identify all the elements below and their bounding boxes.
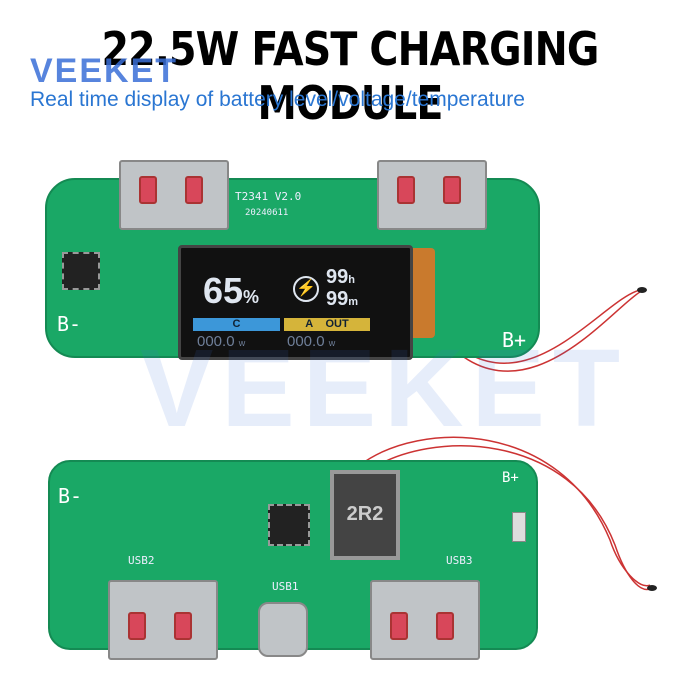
minutes-unit: m [348,296,359,308]
power-a: 000.0 w [287,333,335,350]
brand-watermark: VEEKET [140,327,629,450]
out-label: OUT [325,318,349,330]
inductor: 2R2 [330,470,400,560]
board-date: 20240611 [245,208,289,218]
usb2-label: USB2 [128,554,155,567]
brand-logo: VEEKET [30,52,179,90]
b-minus-label: B- [58,484,83,508]
usb1-label: USB1 [272,580,299,593]
usb-a-port [377,160,487,230]
usb-a-port [108,580,218,660]
minutes: 99 [326,288,349,310]
battery-percent: 65% [203,270,259,312]
power-a-value: 000.0 [287,333,325,350]
port-a-label: A [305,318,314,330]
percent-sign: % [243,287,260,307]
power-unit: w [328,338,336,348]
bottom-pcb-board: B- B+ USB2 USB1 USB3 [48,460,538,660]
controller-chip [268,504,310,546]
controller-chip [62,252,100,290]
power-unit: w [238,338,246,348]
usb-c-port [258,602,308,657]
hours-unit: h [348,274,355,286]
port-c-bar: C [193,318,280,331]
page-title: 22.5W FAST CHARGING MODULE [101,22,599,130]
power-c-value: 000.0 [197,333,235,350]
usb3-label: USB3 [446,554,473,567]
b-plus-label: B+ [502,470,519,486]
port-a-bar: A OUT [284,318,370,331]
usb-a-port [370,580,480,660]
b-plus-label: B+ [502,328,527,352]
power-c: 000.0 w [197,333,245,350]
hours: 99 [326,266,349,288]
subtitle: Real time display of battery level/volta… [30,88,525,111]
lightning-icon: ⚡ [293,276,319,302]
battery-value: 65 [203,270,244,311]
usb-a-port [119,160,229,230]
b-minus-label: B- [57,312,82,336]
board-version: T2341 V2.0 [235,190,302,203]
side-switch [512,512,526,542]
